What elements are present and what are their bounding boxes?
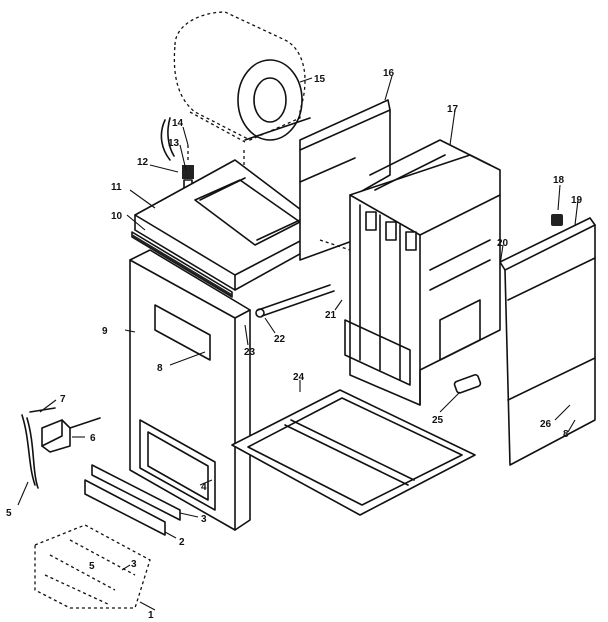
small-bracket bbox=[453, 373, 482, 394]
label-part-26: 26 bbox=[540, 419, 552, 430]
label-part-2: 2 bbox=[179, 537, 185, 548]
label-part-24: 24 bbox=[293, 372, 305, 383]
limit-switch-parts bbox=[160, 117, 194, 193]
label-part-12: 12 bbox=[137, 157, 149, 168]
label-part-6: 6 bbox=[90, 433, 96, 444]
leader-lines bbox=[17, 75, 579, 611]
heat-exchanger bbox=[344, 139, 501, 406]
label-part-5a: 5 bbox=[6, 508, 12, 519]
bottom-rails bbox=[84, 464, 181, 536]
label-part-16: 16 bbox=[383, 68, 395, 79]
label-part-11: 11 bbox=[111, 182, 122, 193]
label-part-7: 7 bbox=[60, 394, 66, 405]
label-part-8b: 8 bbox=[563, 429, 569, 440]
label-part-3a: 3 bbox=[201, 514, 207, 525]
top-panel bbox=[134, 159, 326, 291]
label-part-25: 25 bbox=[432, 415, 444, 426]
label-part-13: 13 bbox=[168, 138, 180, 149]
label-part-10: 10 bbox=[111, 211, 123, 222]
part-number-labels: 1 2 3 3 4 5 5 6 7 8 8 9 10 11 12 13 14 1… bbox=[6, 68, 583, 621]
control-box bbox=[41, 417, 101, 453]
front-cabinet-panel bbox=[129, 249, 251, 531]
label-part-23: 23 bbox=[244, 347, 256, 358]
label-part-4: 4 bbox=[201, 482, 207, 493]
label-part-8a: 8 bbox=[157, 363, 163, 374]
label-part-14: 14 bbox=[172, 118, 184, 129]
burner-rod bbox=[255, 239, 351, 318]
label-part-18: 18 bbox=[553, 175, 565, 186]
front-strip bbox=[131, 231, 233, 298]
label-part-15: 15 bbox=[314, 74, 326, 85]
label-part-21: 21 bbox=[325, 310, 337, 321]
label-part-3b: 3 bbox=[131, 559, 137, 570]
bottom-tray bbox=[231, 389, 476, 516]
label-part-22: 22 bbox=[274, 334, 286, 345]
left-side-panel bbox=[299, 99, 391, 261]
label-part-9: 9 bbox=[102, 326, 108, 337]
label-part-1: 1 bbox=[148, 610, 154, 621]
right-side-panel bbox=[499, 217, 596, 466]
label-part-19: 19 bbox=[571, 195, 583, 206]
grommet bbox=[551, 214, 563, 226]
label-part-20: 20 bbox=[497, 238, 509, 249]
label-part-5b: 5 bbox=[89, 561, 95, 572]
label-part-17: 17 bbox=[447, 104, 459, 115]
